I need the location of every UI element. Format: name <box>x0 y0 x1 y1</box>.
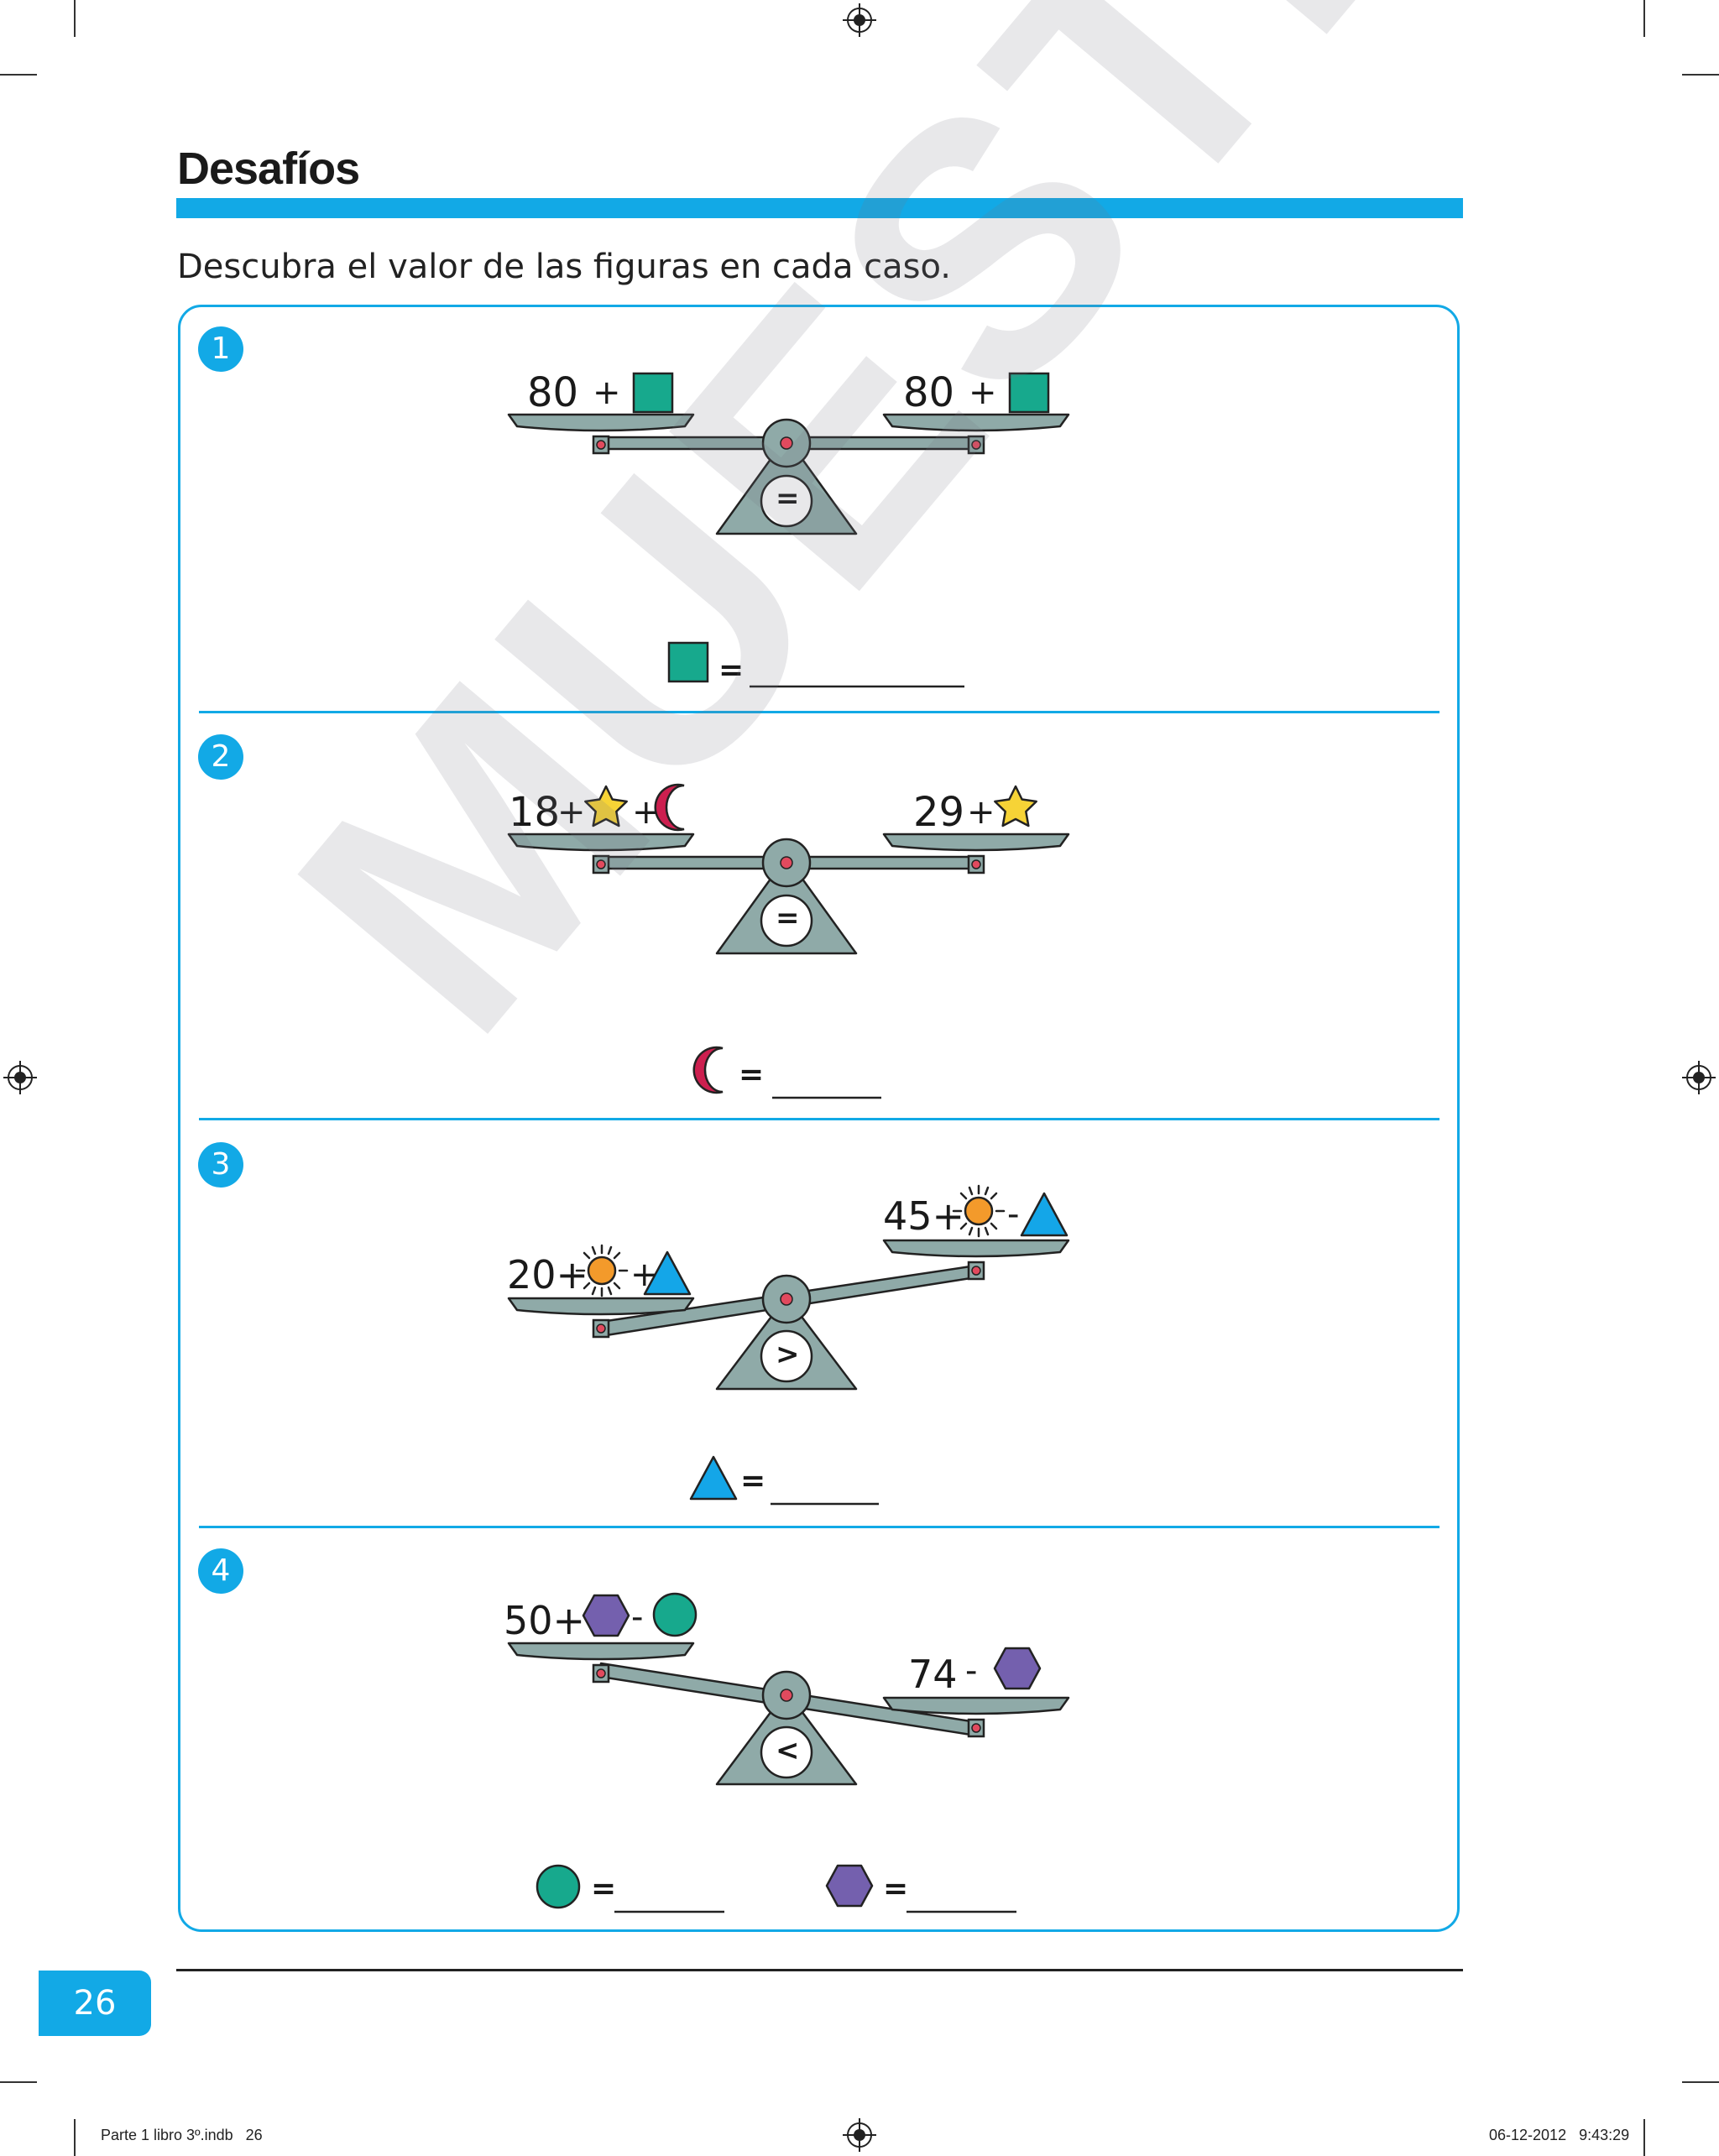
left-pan-number: 20+ <box>507 1252 589 1297</box>
crop-mark <box>0 2081 37 2083</box>
registration-mark-icon <box>843 3 876 37</box>
right-pan-plus: + <box>967 793 995 832</box>
crop-mark <box>1643 0 1645 37</box>
answer-equals: = <box>740 1464 766 1498</box>
instruction-text: Descubra el valor de las figuras en cada… <box>177 248 951 286</box>
registration-mark-icon <box>843 2118 876 2152</box>
relation-symbol: > <box>776 1338 800 1371</box>
left-pan-plus: + <box>632 793 661 832</box>
section-divider <box>199 1118 1439 1120</box>
right-pan-minus: - <box>1007 1195 1020 1234</box>
relation-symbol: < <box>776 1734 800 1767</box>
section-divider <box>199 1526 1439 1528</box>
answer-equals: = <box>739 1057 765 1092</box>
crop-mark <box>1682 2081 1719 2083</box>
problem-number-badge: 2 <box>198 734 243 780</box>
left-pan-number: 80 <box>527 369 579 416</box>
right-pan-plus: + <box>969 373 997 412</box>
answer-equals: = <box>718 653 745 687</box>
scale-2 <box>507 783 1070 1094</box>
left-pan-number: 50+ <box>504 1598 586 1643</box>
footer-rule <box>176 1969 1463 1971</box>
problem-number-badge: 4 <box>198 1548 243 1594</box>
moon-icon <box>692 1046 724 1094</box>
left-pan-number: 18 <box>509 789 561 836</box>
left-pan-minus: - <box>631 1598 644 1637</box>
registration-mark-icon <box>3 1061 37 1094</box>
print-slug-date: 06-12-2012 9:43:29 <box>1489 2127 1630 2143</box>
exercise-panel <box>178 305 1460 1932</box>
relation-symbol: = <box>776 901 800 935</box>
left-pan-plus: + <box>630 1255 659 1294</box>
right-pan-number: 74 <box>908 1652 958 1697</box>
left-pan-plus: + <box>557 793 586 832</box>
section-divider <box>199 711 1439 713</box>
square-icon <box>667 641 709 683</box>
scale-3 <box>507 1184 1070 1501</box>
scale-1 <box>507 372 1070 683</box>
right-pan-number: 29 <box>913 789 965 836</box>
triangle-icon <box>689 1455 738 1501</box>
crop-mark <box>74 0 76 37</box>
right-pan-number: 45+ <box>883 1193 965 1239</box>
problem-number-badge: 1 <box>198 326 243 372</box>
right-pan-number: 80 <box>903 369 955 416</box>
scale-4 <box>507 1592 1070 1909</box>
right-pan-minus: - <box>965 1652 978 1690</box>
problem-number-badge: 3 <box>198 1142 243 1188</box>
circle-icon <box>536 1864 581 1909</box>
left-pan-plus: + <box>593 373 621 412</box>
registration-mark-icon <box>1682 1061 1716 1094</box>
section-title: Desafíos <box>177 144 360 194</box>
answer-equals: = <box>883 1871 909 1906</box>
crop-mark <box>0 74 37 76</box>
crop-mark <box>74 2119 76 2156</box>
print-slug-file: Parte 1 libro 3º.indb 26 <box>101 2127 263 2143</box>
answer-equals: = <box>591 1871 617 1906</box>
hexagon-icon <box>825 1864 874 1908</box>
crop-mark <box>1643 2119 1645 2156</box>
relation-symbol: = <box>776 482 800 515</box>
page-number: 26 <box>39 1971 151 2036</box>
crop-mark <box>1682 74 1719 76</box>
title-underline-bar <box>176 198 1463 218</box>
